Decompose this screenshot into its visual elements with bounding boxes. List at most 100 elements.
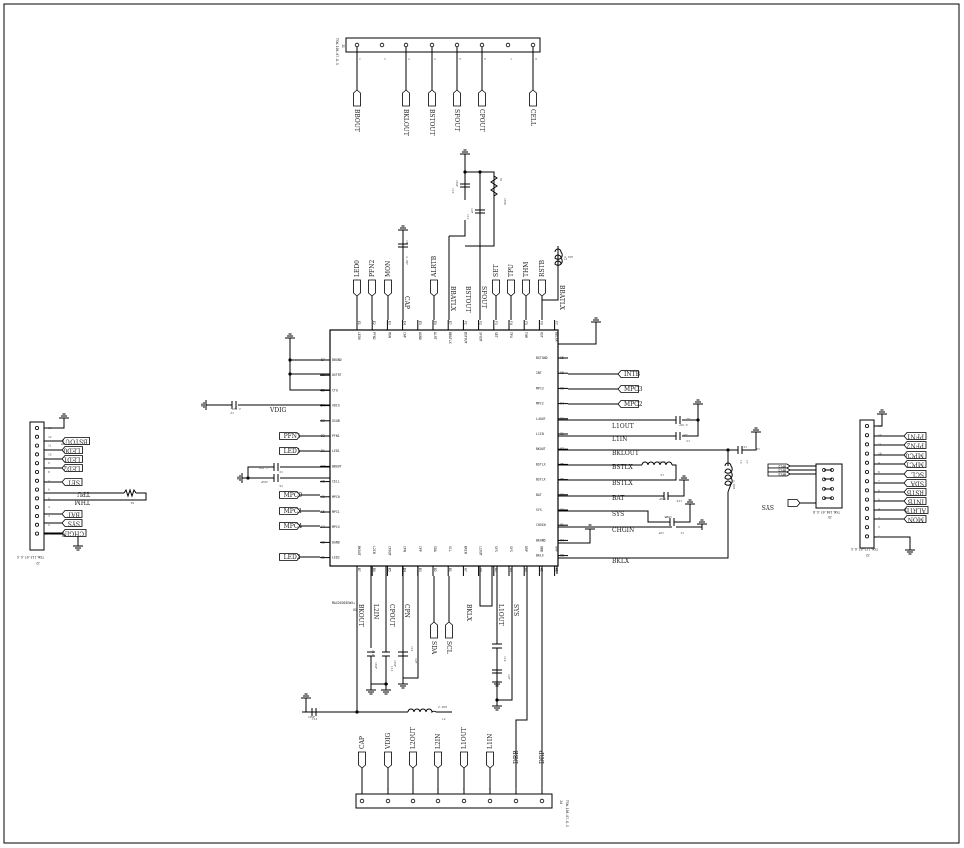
top-pin-name-9: SET [494, 332, 498, 338]
right-pin-name-11: CHGIN [536, 523, 546, 527]
j3-pin-num-1: 1 [878, 534, 880, 538]
right-pin-num-10: H2 [560, 508, 564, 512]
j1-pin-1 [354, 42, 360, 48]
j4-net-3: L2IN [435, 734, 442, 749]
j3-net-9: MON [908, 516, 924, 523]
c11-value: 1UF [470, 208, 474, 214]
top-pin-num-2: E3 [387, 321, 391, 325]
top-power-wiring: C10 10UF C11 1UF R1 100K C8 4.7NF L1 4.7… [398, 160, 573, 320]
ground-symbol-21 [398, 678, 408, 689]
net-top-4: ALRTB [431, 255, 438, 278]
r1-j2-label: R1 [130, 501, 134, 505]
j3-pin-num-4: 4 [878, 507, 880, 511]
ground-symbol-17 [877, 409, 887, 420]
top-pin-name-6: BBATLX [448, 332, 452, 344]
c16-ref: C16 [676, 499, 682, 503]
ic-part: MAX20303EWX+ [332, 601, 355, 605]
j1-pin-num-3: 3 [407, 58, 411, 60]
bottom-pin-num-0: B7 [357, 568, 361, 572]
j1-net-2: BSTOUT [428, 109, 435, 136]
ground-symbol-1 [398, 225, 408, 236]
net-top-1-tag [368, 279, 376, 297]
j1-pin-2 [379, 42, 385, 48]
ground-symbol-14 [492, 700, 502, 711]
net-left-3: MPC0 [284, 492, 303, 499]
right-pin-num-5: G1 [560, 432, 564, 436]
net-right-11: BKLX [612, 558, 630, 565]
right-pin-name-2: MPC3 [536, 386, 544, 390]
right-pin-num-2: G3 [560, 386, 564, 390]
j5-net-1: MPC3 [778, 468, 786, 472]
right-pin-num-7: H5 [560, 462, 564, 466]
j2-pin-num-9: 9 [48, 461, 50, 465]
j3-pin-1 [865, 534, 870, 539]
c7-value: 1UF [754, 447, 760, 451]
c14-value: 10UF [308, 715, 315, 719]
j4-pin-7 [513, 798, 519, 804]
j4-ref: J4 [559, 800, 563, 804]
bottom-pin-name-7: BKIN [463, 546, 467, 554]
j1-net-2-tag [428, 89, 436, 107]
right-pin-name-10: SYS [536, 508, 542, 512]
j1-pin-num-5: 5 [458, 58, 462, 60]
net-right-9: SYS [612, 511, 624, 518]
left-pin-num-6: D1 [321, 449, 325, 453]
sheet-border [3, 3, 960, 844]
c19-value: 1UF [507, 674, 511, 680]
left-pin-name-10: MPC1 [332, 510, 340, 514]
left-pin-name-13: LED2 [332, 556, 340, 560]
bottom-pin-num-11: A3 [524, 568, 528, 572]
right-pin-name-7: BSTLX [536, 462, 546, 466]
left-pin-num-11: C4 [321, 525, 325, 529]
j4-pin-5 [461, 798, 467, 804]
top-pin-name-4: AGND [418, 332, 422, 340]
j2-net-5: TPU [77, 490, 90, 497]
net-top-6: BSTOUT [464, 286, 471, 313]
net-top-2-tag [384, 279, 392, 297]
l3-value: 2.2UH [732, 480, 736, 489]
net-bot-7: L1OUT [497, 604, 504, 626]
bottom-pin-num-7: A7 [463, 568, 467, 572]
left-pin-name-6: LED1 [332, 449, 340, 453]
j3-ref: J3 [866, 553, 870, 557]
j1-pin-num-7: 7 [509, 58, 513, 60]
j3-pin-6 [865, 488, 870, 493]
top-pin-num-1: E2 [372, 321, 376, 325]
j2-part: TSW-113-07-G-S [17, 555, 44, 559]
l1-value: 4.7UH [564, 255, 573, 259]
bottom-pin-num-12: A2 [539, 568, 543, 572]
j3-pin-13 [865, 423, 870, 428]
j4-pin-6 [487, 798, 493, 804]
bottom-pin-name-6: SCL [448, 546, 452, 552]
connector-j2: J2 TSW-113-07-G-S R1 [17, 421, 147, 565]
j2-pin-num-1: 1 [48, 532, 50, 536]
right-pin-num-0: G5 [560, 356, 564, 360]
j2-net-0: BSTOUT [61, 438, 88, 445]
l2-ref: L2 [442, 717, 446, 721]
j2-pin-5 [35, 496, 40, 501]
c15-ref: C15 [410, 646, 414, 652]
left-pin-name-0: BBGND [332, 358, 342, 362]
c5-ref: C5 [664, 515, 668, 519]
j1-pin-num-4: 4 [433, 58, 437, 60]
j3-pin-num-5: 5 [878, 498, 880, 502]
j1-net-1: BKLOUT [402, 109, 409, 136]
j5-net-3: SYS [762, 503, 774, 510]
j3-pin-7 [865, 479, 870, 484]
j4-net-2: L2OUT [410, 727, 417, 749]
ground-symbol-6 [751, 427, 761, 438]
c7-ref: C7 [745, 460, 749, 464]
j3-net-7: INTB [907, 498, 924, 505]
c12-ref: C12 [390, 666, 394, 672]
net-bot-4: SDA [430, 641, 437, 655]
top-pin-num-11: F5 [524, 321, 528, 325]
right-pin-num-13: H8 [560, 554, 564, 558]
j5-net-0: MPC2 [778, 464, 786, 468]
j1-ref: J1 [341, 44, 345, 48]
top-pin-num-10: F4 [509, 321, 513, 325]
j2-net-8: SYS [68, 520, 80, 527]
connector-j1: J1 TSW-108-07-G-S [335, 37, 541, 65]
j2-pin-num-7: 7 [48, 479, 50, 483]
top-pin-name-13: BBLXA [555, 332, 559, 342]
